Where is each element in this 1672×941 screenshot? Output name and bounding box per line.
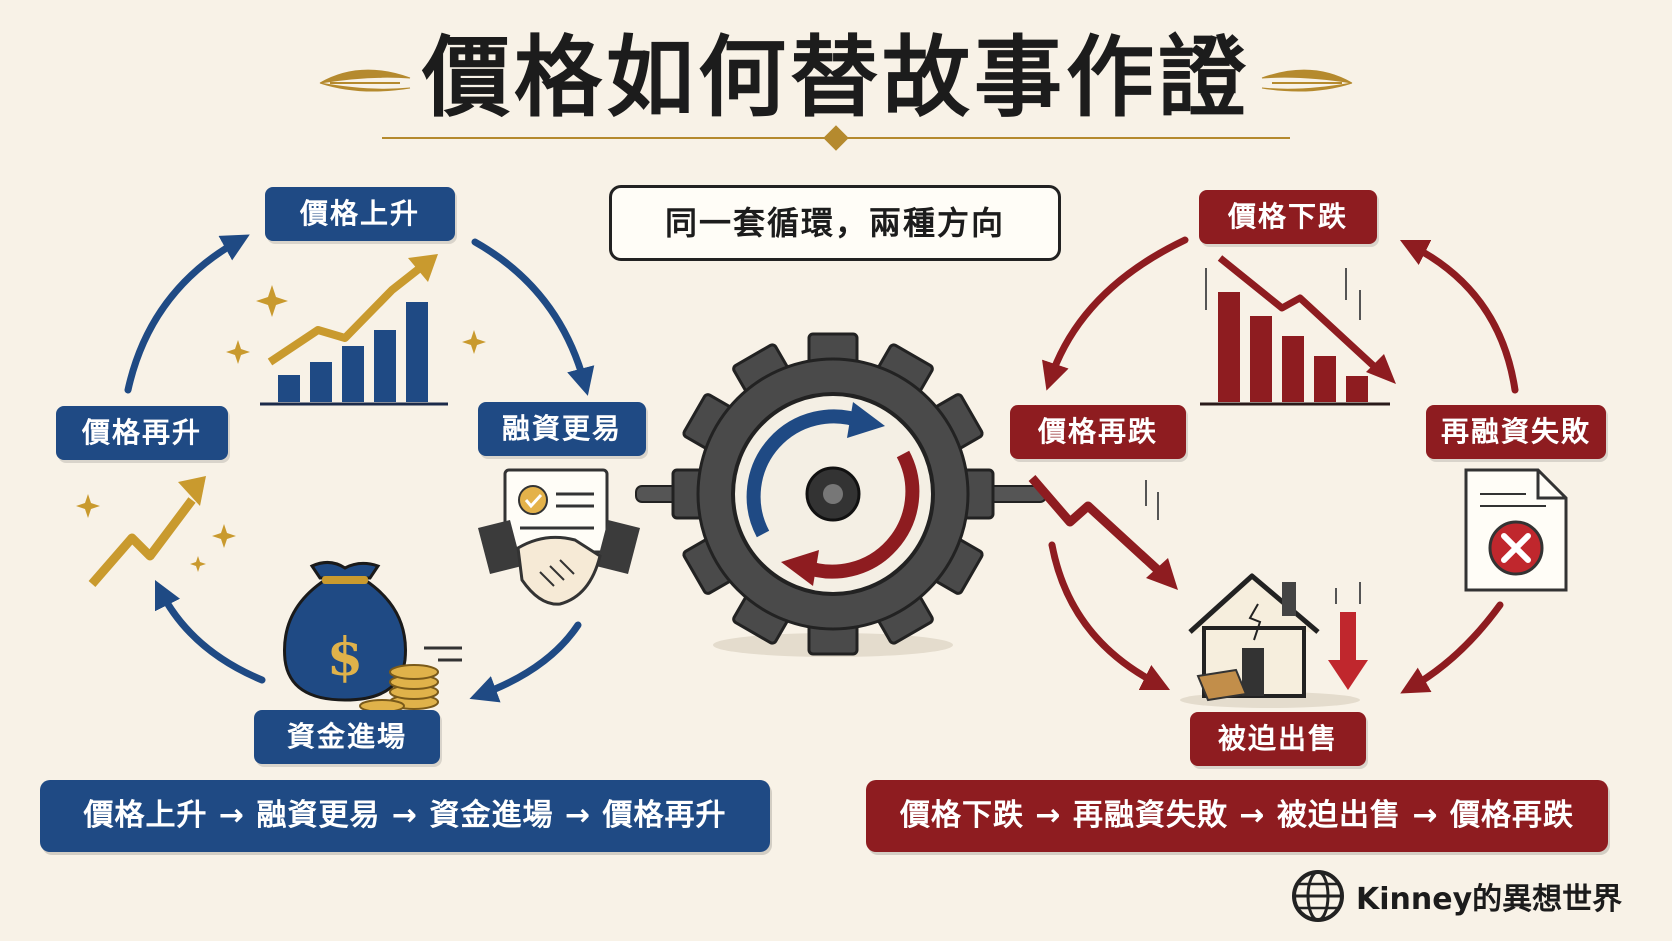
sparkle-icon bbox=[190, 556, 206, 572]
right-step-forced-sale: 被迫出售 bbox=[1190, 712, 1366, 766]
svg-text:$: $ bbox=[327, 627, 363, 688]
globe-icon bbox=[1292, 870, 1344, 922]
left-step-capital-inflow: 資金進場 bbox=[254, 710, 440, 764]
rising-bar-chart-icon bbox=[226, 254, 486, 406]
right-arrow-left bbox=[1042, 236, 1189, 391]
sparkle-icon bbox=[212, 524, 236, 548]
left-cycle-summary: 價格上升 → 融資更易 → 資金進場 → 價格再升 bbox=[40, 780, 770, 852]
sparkle-icon bbox=[256, 285, 288, 317]
diamond-ornament bbox=[823, 125, 849, 151]
zigzag-up-arrow-icon bbox=[76, 476, 236, 587]
title-ornaments bbox=[319, 69, 1353, 151]
left-step-price-rises-again: 價格再升 bbox=[56, 406, 228, 460]
handshake-contract-icon bbox=[478, 468, 640, 606]
right-arrow-into-sale bbox=[1048, 541, 1171, 691]
left-leaf-ornament bbox=[319, 69, 411, 84]
left-arrow-right bbox=[471, 238, 595, 396]
left-step-price-up: 價格上升 bbox=[265, 187, 455, 241]
right-leaf-ornament bbox=[1261, 69, 1353, 84]
right-step-refinance-fail: 再融資失敗 bbox=[1426, 405, 1606, 459]
money-bag-coins-icon: $ bbox=[283, 561, 462, 713]
rejected-document-icon bbox=[1464, 468, 1568, 592]
sparkle-icon bbox=[462, 330, 486, 354]
falling-bar-chart-icon bbox=[1200, 255, 1396, 406]
right-arrow-up bbox=[1399, 239, 1519, 394]
brand: Kinney的異想世界 bbox=[1290, 868, 1622, 924]
sparkle-icon bbox=[76, 494, 100, 518]
right-step-price-falls-again: 價格再跌 bbox=[1010, 405, 1186, 459]
left-arrow-down bbox=[469, 621, 582, 703]
subtitle-box: 同一套循環，兩種方向 bbox=[609, 185, 1061, 261]
cracked-house-icon bbox=[1180, 573, 1368, 708]
right-cycle-summary: 價格下跌 → 再融資失敗 → 被迫出售 → 價格再跌 bbox=[866, 780, 1608, 852]
page-title: 價格如何替故事作證 bbox=[421, 25, 1250, 129]
left-step-easier-financing: 融資更易 bbox=[478, 402, 646, 456]
sparkle-icon bbox=[226, 340, 250, 364]
gear-cycle-icon bbox=[635, 332, 1047, 657]
zigzag-down-arrow-icon bbox=[1028, 475, 1178, 590]
left-arrow-up bbox=[124, 234, 250, 394]
right-arrow-down bbox=[1400, 601, 1504, 694]
left-arrow-left bbox=[154, 579, 266, 684]
right-step-price-down: 價格下跌 bbox=[1199, 190, 1377, 244]
brand-name: Kinney的異想世界 bbox=[1356, 882, 1623, 917]
